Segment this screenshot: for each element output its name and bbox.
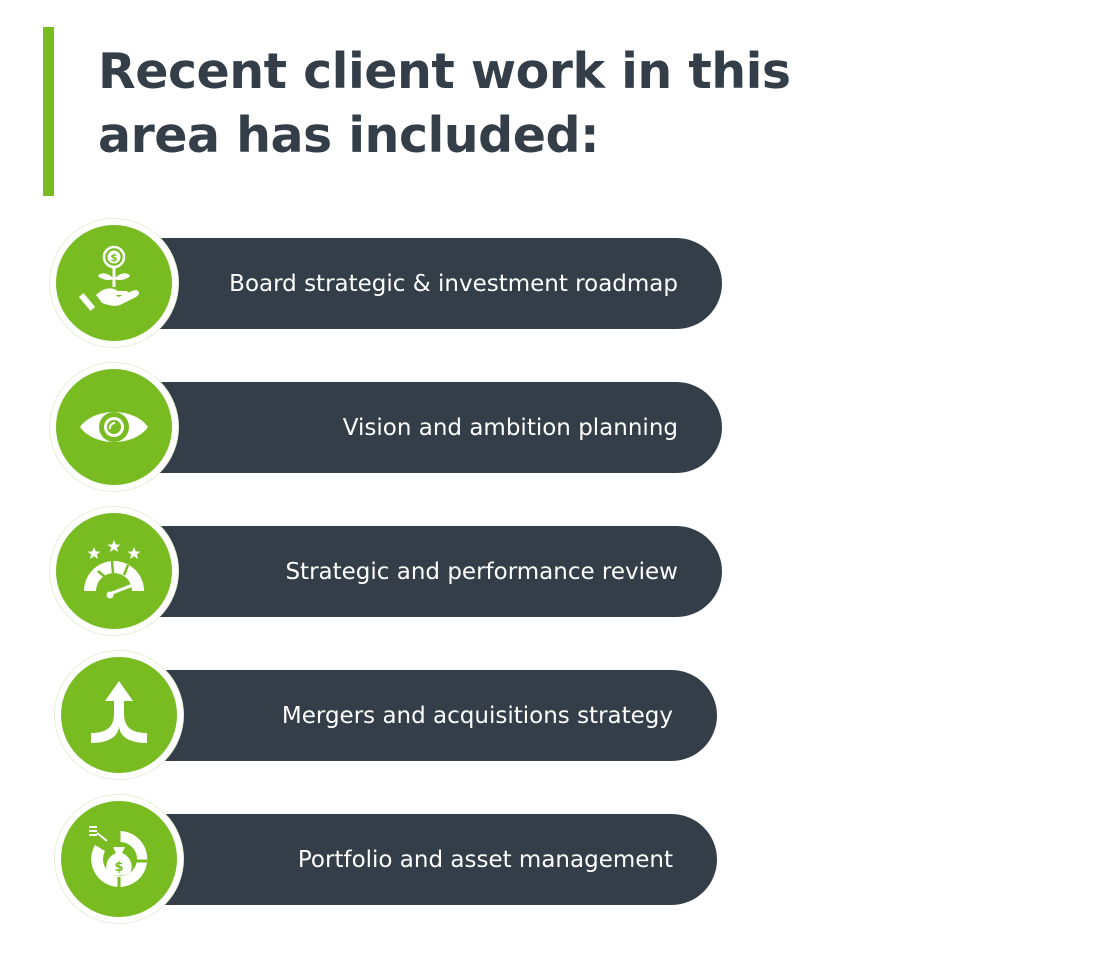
- money-bag-pie-chart-icon: $: [89, 826, 148, 889]
- item-label: Board strategic & investment roadmap: [229, 270, 678, 297]
- eye-icon: [80, 412, 148, 442]
- list-item-mergers: Mergers and acquisitions strategy: [54, 650, 754, 782]
- item-pill: Board strategic & investment roadmap: [144, 238, 722, 329]
- list-item-vision: Vision and ambition planning: [49, 362, 749, 494]
- title-line-2: area has included:: [98, 107, 600, 164]
- item-label: Vision and ambition planning: [342, 414, 678, 441]
- merge-arrow-icon: [91, 681, 147, 743]
- svg-text:$: $: [114, 860, 123, 875]
- list-item-board-strategic: Board strategic & investment roadmap $: [49, 218, 749, 350]
- item-pill: Portfolio and asset management: [144, 814, 717, 905]
- icon-badge: [49, 506, 179, 636]
- performance-gauge-stars-icon: [84, 540, 144, 599]
- item-pill: Strategic and performance review: [144, 526, 722, 617]
- list-item-portfolio: Portfolio and asset management $: [54, 794, 754, 926]
- item-label: Mergers and acquisitions strategy: [281, 702, 673, 729]
- title-line-1: Recent client work in this: [98, 43, 791, 100]
- icon-badge: $: [54, 794, 184, 924]
- item-pill: Mergers and acquisitions strategy: [144, 670, 717, 761]
- money-plant-hand-icon: $: [78, 245, 139, 311]
- list-item-performance-review: Strategic and performance review: [49, 506, 749, 638]
- icon-badge: [54, 650, 184, 780]
- item-pill: Vision and ambition planning: [144, 382, 722, 473]
- item-label: Portfolio and asset management: [297, 846, 673, 873]
- icon-badge: $: [49, 218, 179, 348]
- page-title: Recent client work in this area has incl…: [98, 40, 791, 168]
- item-label: Strategic and performance review: [285, 558, 678, 585]
- icon-badge: [49, 362, 179, 492]
- accent-bar: [43, 27, 54, 196]
- svg-text:$: $: [111, 253, 118, 264]
